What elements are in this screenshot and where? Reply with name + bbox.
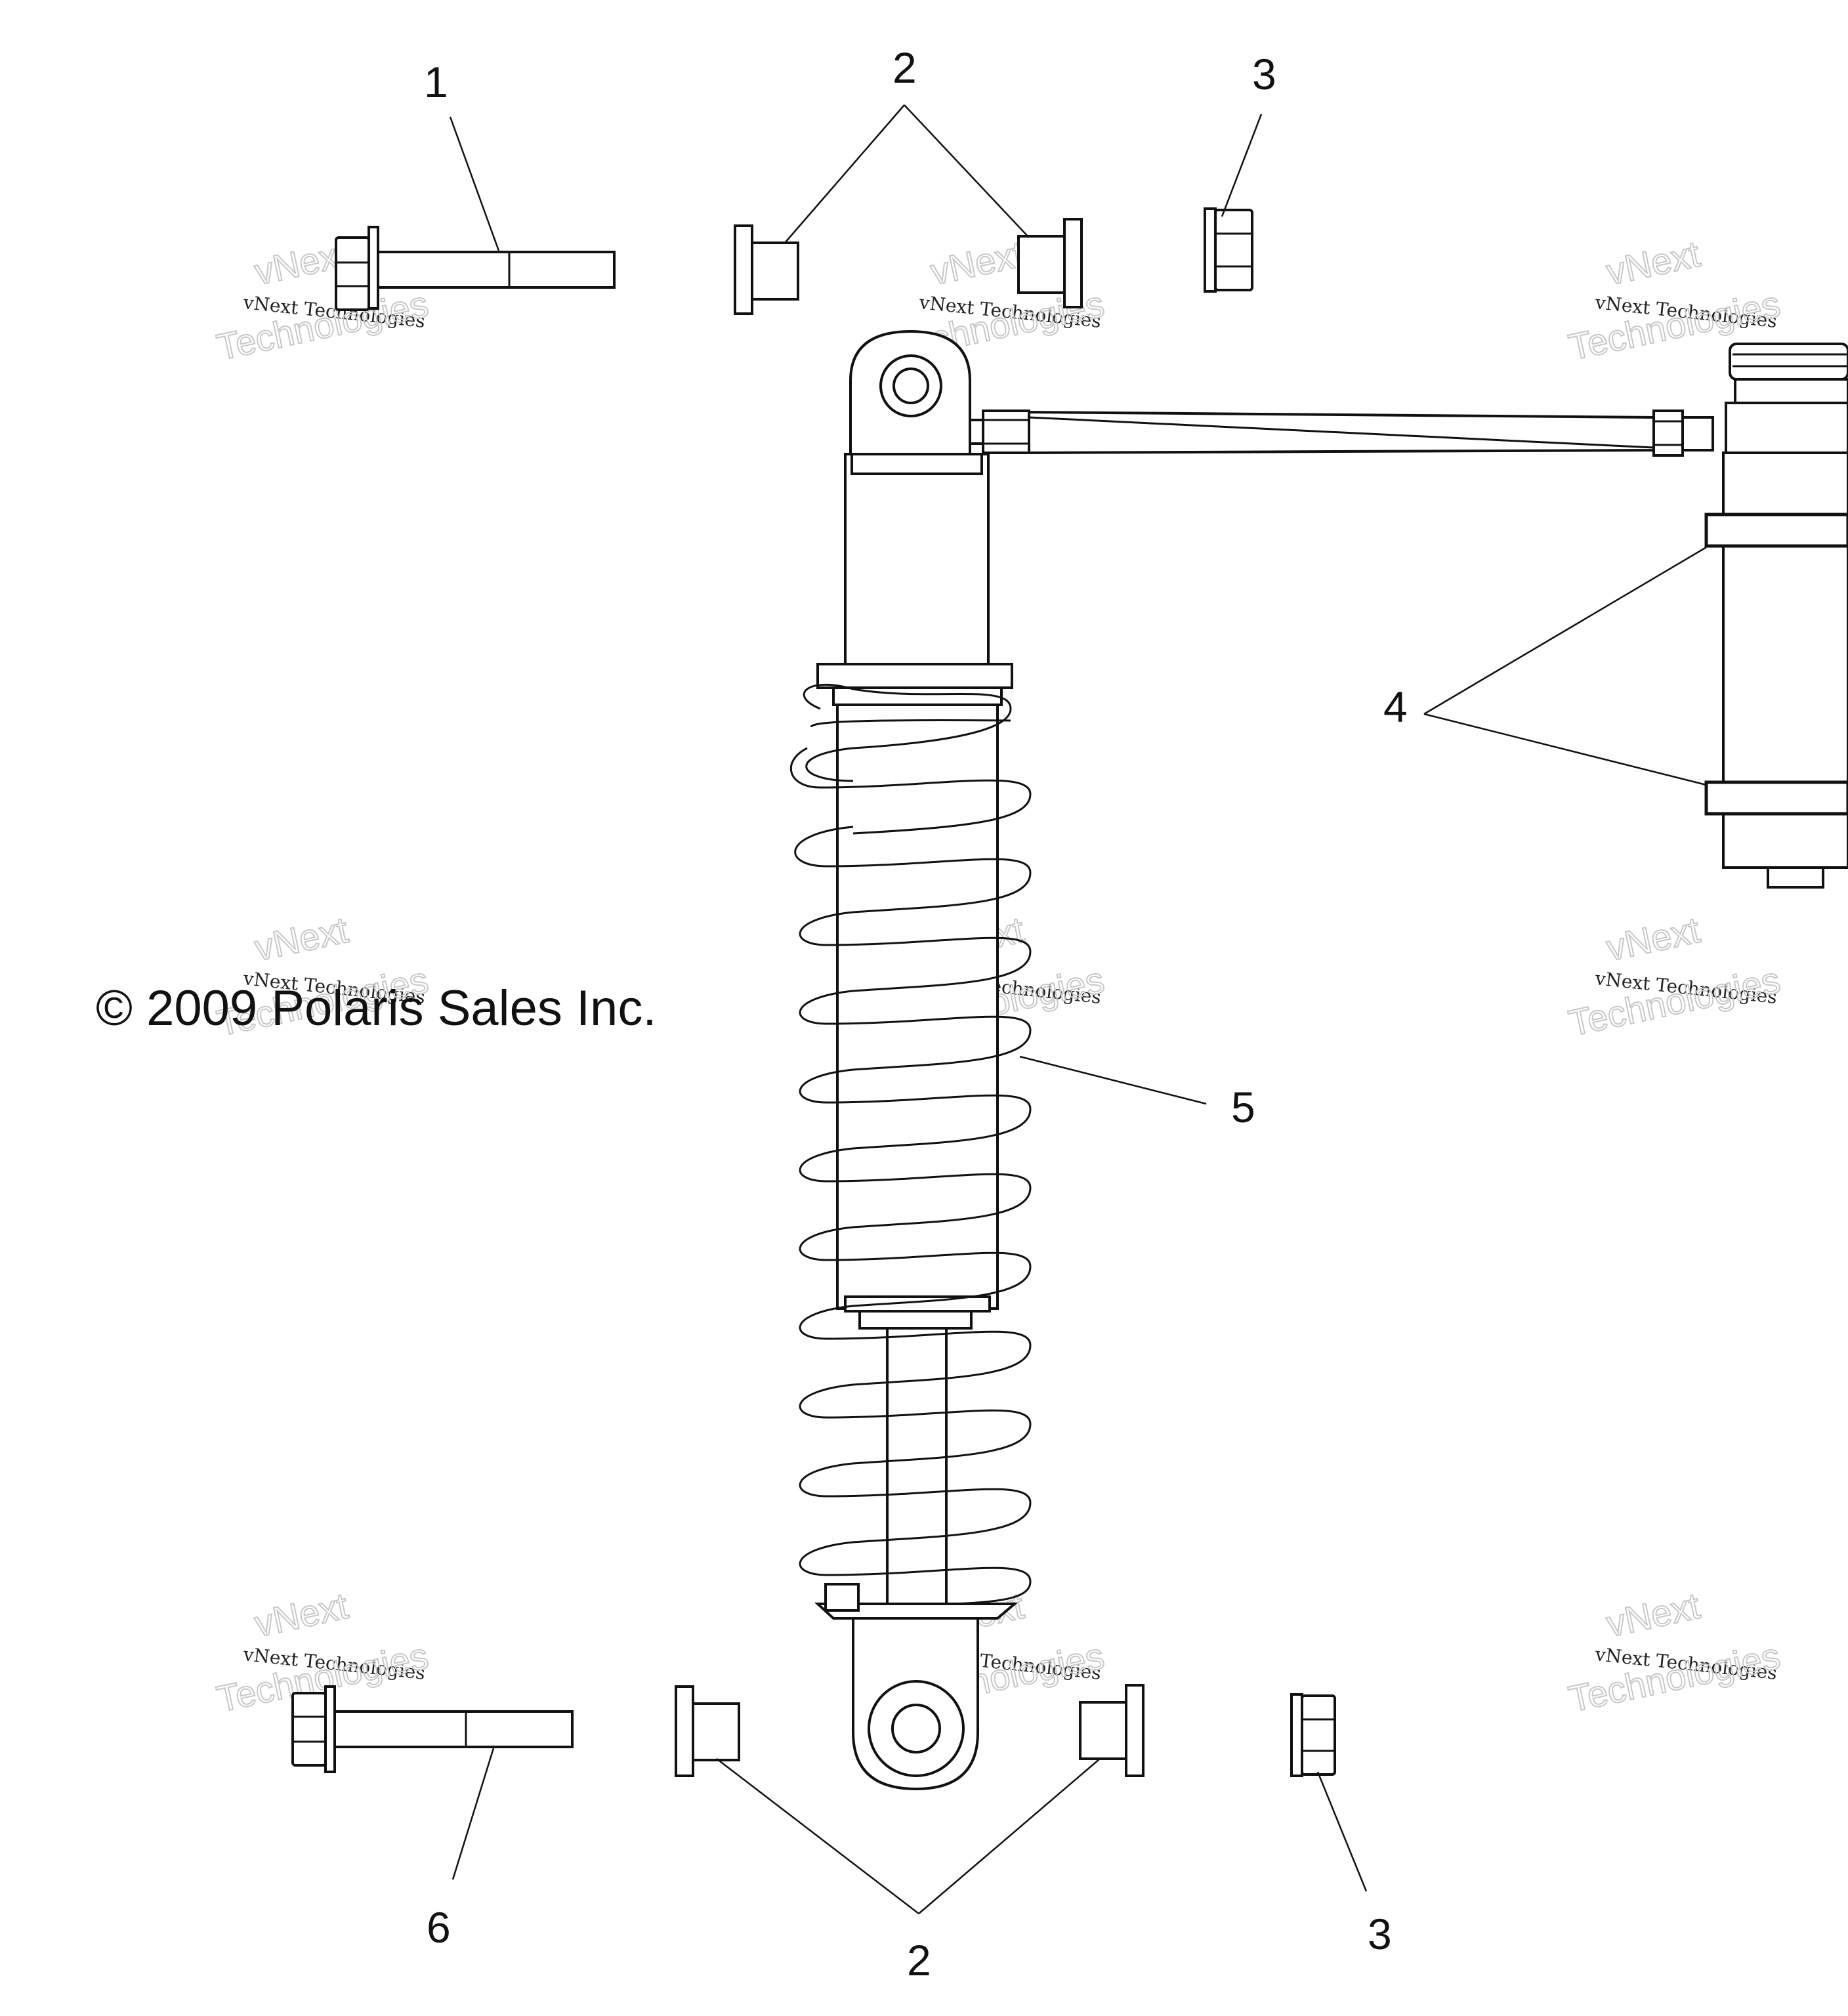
leader-2-top-a	[784, 104, 905, 243]
reservoir-hose	[1028, 410, 1714, 457]
svg-text:vNext: vNext	[927, 233, 1028, 293]
svg-text:vNext: vNext	[251, 909, 352, 969]
part-3-top-nut	[1204, 207, 1253, 293]
callout-2-top: 2	[892, 43, 917, 92]
part-4-reservoir-clamp-lower	[1704, 780, 1848, 816]
part-3-bottom-nut	[1290, 1693, 1336, 1777]
leader-4-b	[1423, 713, 1707, 786]
svg-text:vNext: vNext	[251, 1585, 352, 1645]
leader-2-bottom-b	[918, 1758, 1101, 1914]
part-2-top-bushing-left	[734, 224, 799, 315]
part-5-shock-absorber	[789, 329, 1032, 1791]
part-1-top-bolt	[335, 226, 616, 311]
part-2-top-bushing-right	[1017, 218, 1083, 308]
callout-5: 5	[1231, 1083, 1255, 1131]
leader-6	[452, 1748, 495, 1880]
callout-1: 1	[424, 58, 448, 106]
leader-lines	[449, 104, 1707, 1914]
svg-text:vNext: vNext	[1603, 1585, 1704, 1645]
leader-3-top	[1221, 114, 1263, 217]
leader-2-bottom-a	[716, 1758, 919, 1914]
copyright-notice: © 2009 Polaris Sales Inc.	[96, 980, 656, 1036]
leader-5	[1019, 1055, 1207, 1105]
callout-3-top: 3	[1252, 50, 1276, 98]
callout-4: 4	[1383, 682, 1408, 731]
callout-6: 6	[427, 1903, 451, 1952]
leader-1	[449, 116, 500, 251]
part-2-bottom-bushing-right	[1079, 1684, 1144, 1777]
watermark: vNext vNext Technologies Technologies	[1564, 908, 1784, 1045]
callout-2-bottom: 2	[907, 1936, 931, 1984]
watermark: vNext vNext Technologies Technologies	[1564, 1584, 1784, 1721]
part-2-bottom-bushing-left	[675, 1685, 740, 1777]
leader-3-bottom	[1316, 1771, 1368, 1892]
callout-labels: 1 2 3 4 5 6 2 3	[424, 43, 1408, 1984]
part-6-bottom-bolt	[291, 1685, 574, 1773]
leader-2-top-b	[904, 104, 1030, 238]
leader-4-a	[1423, 546, 1707, 715]
svg-text:vNext: vNext	[1603, 909, 1704, 969]
callout-3-bottom: 3	[1368, 1910, 1392, 1958]
watermark: vNext vNext Technologies Technologies	[213, 232, 432, 369]
svg-text:vNext: vNext	[1603, 233, 1704, 293]
part-4-reservoir-clamp-upper	[1704, 513, 1848, 548]
